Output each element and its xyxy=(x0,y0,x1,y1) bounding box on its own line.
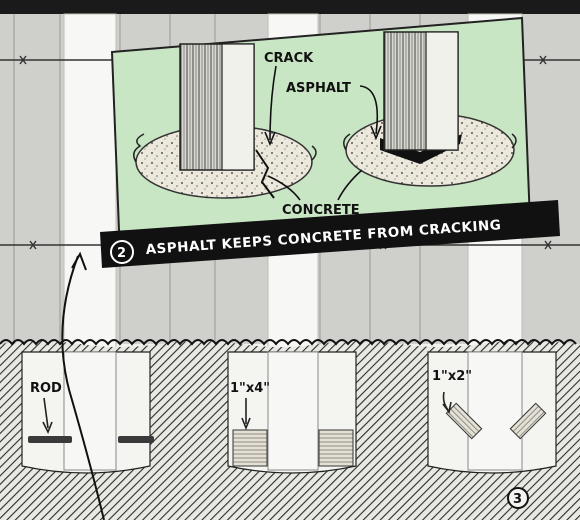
figure-number-3: 3 xyxy=(513,492,522,507)
caption-number: 2 xyxy=(117,246,127,261)
board-1x4-label: 1"x4" xyxy=(230,381,270,396)
crack-label: CRACK xyxy=(264,51,314,66)
asphalt-label: ASPHALT xyxy=(286,81,351,96)
post-center-buried xyxy=(268,352,318,470)
post-right-buried xyxy=(468,352,522,470)
top-band xyxy=(0,0,580,14)
rod-right-part xyxy=(118,436,154,443)
post-left-buried xyxy=(64,352,116,470)
rod-label: ROD xyxy=(30,381,62,396)
board-1x4-left xyxy=(233,430,267,466)
board-1x4-right xyxy=(319,430,353,466)
rod-left-part xyxy=(28,436,72,443)
board-1x2-label: 1"x2" xyxy=(432,369,472,384)
